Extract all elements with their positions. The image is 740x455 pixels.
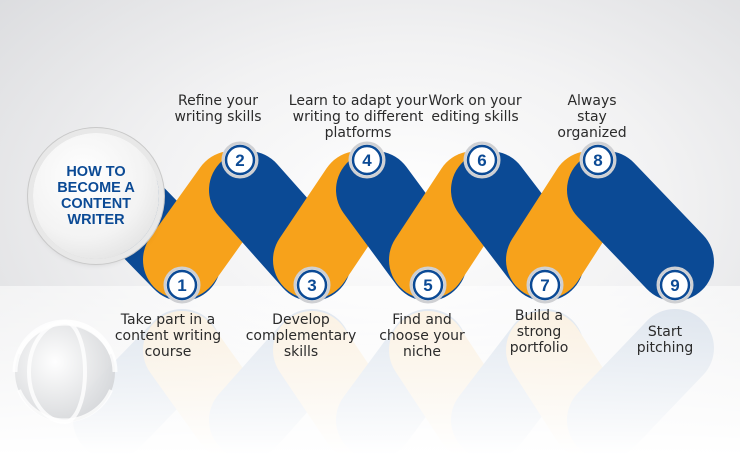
step-number-5: 5 bbox=[423, 276, 432, 295]
step-label-6: Work on your editing skills bbox=[428, 93, 522, 125]
step-number-2: 2 bbox=[235, 151, 244, 170]
step-badge-2: 2 bbox=[221, 141, 259, 179]
step-label-8: Always stay organized bbox=[557, 93, 627, 141]
step-number-1: 1 bbox=[177, 276, 186, 295]
step-number-7: 7 bbox=[540, 276, 549, 295]
step-badge-7: 7 bbox=[526, 266, 564, 304]
step-badge-9: 9 bbox=[656, 266, 694, 304]
step-label-9: Start pitching bbox=[636, 324, 694, 356]
badge-layer: 1 2 3 4 5 6 7 8 9 bbox=[163, 141, 694, 304]
band-9 bbox=[567, 150, 714, 301]
step-label-7: Build a strong portfolio bbox=[509, 308, 569, 356]
step-number-6: 6 bbox=[477, 151, 486, 170]
step-number-4: 4 bbox=[362, 151, 372, 170]
band-layer bbox=[73, 150, 714, 301]
step-label-5: Find and choose your niche bbox=[379, 312, 465, 360]
step-badge-1: 1 bbox=[163, 266, 201, 304]
step-label-1: Take part in a content writing course bbox=[114, 312, 222, 360]
step-badge-3: 3 bbox=[293, 266, 331, 304]
step-badge-6: 6 bbox=[463, 141, 501, 179]
step-label-2: Refine your writing skills bbox=[174, 93, 262, 125]
title-circle: HOW TO BECOME A CONTENT WRITER bbox=[33, 133, 159, 259]
step-badge-4: 4 bbox=[348, 141, 386, 179]
step-badge-5: 5 bbox=[409, 266, 447, 304]
step-label-4: Learn to adapt your writing to different… bbox=[288, 93, 428, 141]
page-title: HOW TO BECOME A CONTENT WRITER bbox=[57, 164, 135, 228]
step-label-3: Develop complementary skills bbox=[245, 312, 357, 360]
reflection-fade bbox=[0, 286, 740, 455]
globe-icon bbox=[12, 319, 118, 424]
step-badge-8: 8 bbox=[579, 141, 617, 179]
step-number-8: 8 bbox=[593, 151, 602, 170]
step-number-9: 9 bbox=[670, 276, 679, 295]
step-number-3: 3 bbox=[307, 276, 316, 295]
